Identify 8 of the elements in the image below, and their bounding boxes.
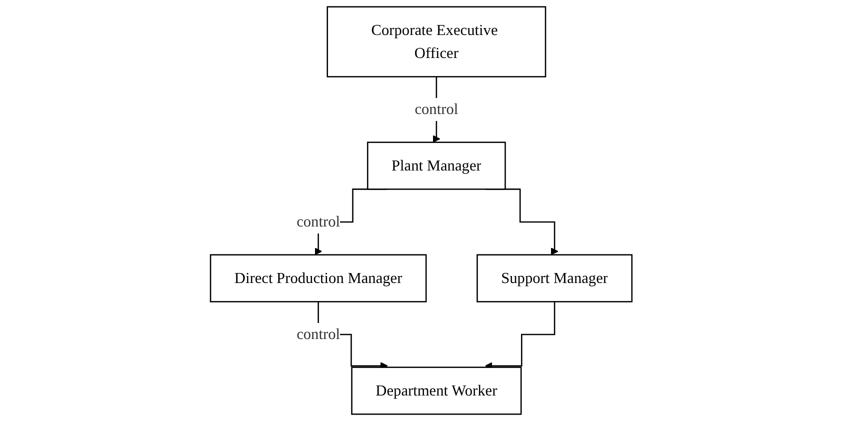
node-box: Corporate Executive Officer	[327, 6, 546, 78]
node-box: Plant Manager	[367, 142, 506, 190]
edge-label: control	[296, 326, 340, 343]
edge-label: control	[414, 100, 458, 118]
edge-label: control	[296, 213, 340, 230]
node-box: Direct Production Manager	[210, 254, 428, 302]
node-box: Department Worker	[351, 366, 522, 415]
node-box: Support Manager	[476, 254, 633, 302]
